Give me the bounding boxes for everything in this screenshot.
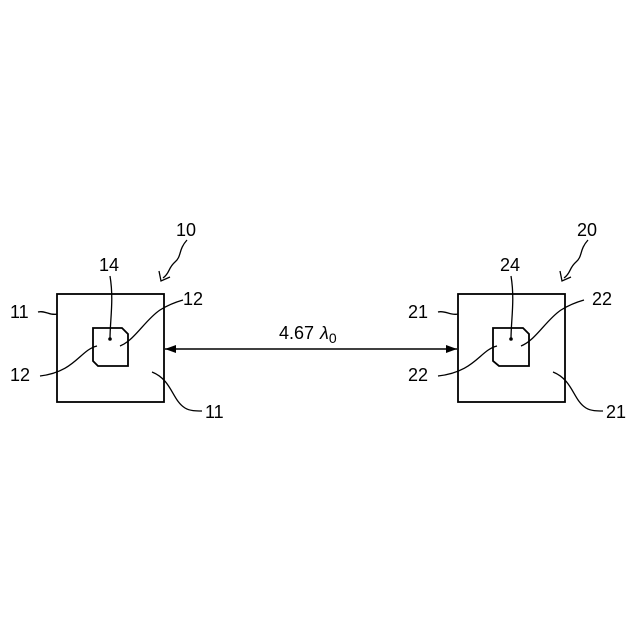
left-substrate-label-top: 11 [10,302,29,322]
right-substrate-leader-top [438,312,458,315]
left-feed-label: 14 [99,255,119,275]
left-substrate-leader-top [38,312,57,315]
left-element-label-right: 12 [183,289,203,309]
right-ref-arrow [564,240,588,278]
wavelength-subscript: 0 [329,330,337,346]
right-feed-label: 24 [500,255,520,275]
left-substrate-label-bottom: 11 [205,402,224,422]
left-ref-arrow [163,240,187,278]
left-element-label-left: 12 [10,365,30,385]
right-substrate-label-top: 21 [408,302,428,322]
distance-indicator: 4.67λ0 [165,323,457,353]
right-substrate-label-bottom: 21 [606,402,626,422]
distance-label: 4.67λ0 [279,323,337,346]
right-antenna-ref-label: 20 [577,220,597,240]
wavelength-symbol: λ [319,323,329,343]
right-antenna: 20 24 22 22 21 21 [408,220,626,422]
distance-value: 4.67 [279,323,314,343]
right-element-label-right: 22 [592,289,612,309]
distance-arrowhead-left [165,345,176,353]
left-antenna-ref-label: 10 [176,220,196,240]
right-element-label-left: 22 [408,365,428,385]
left-antenna: 10 14 12 12 11 11 [10,220,224,422]
distance-arrowhead-right [446,345,457,353]
